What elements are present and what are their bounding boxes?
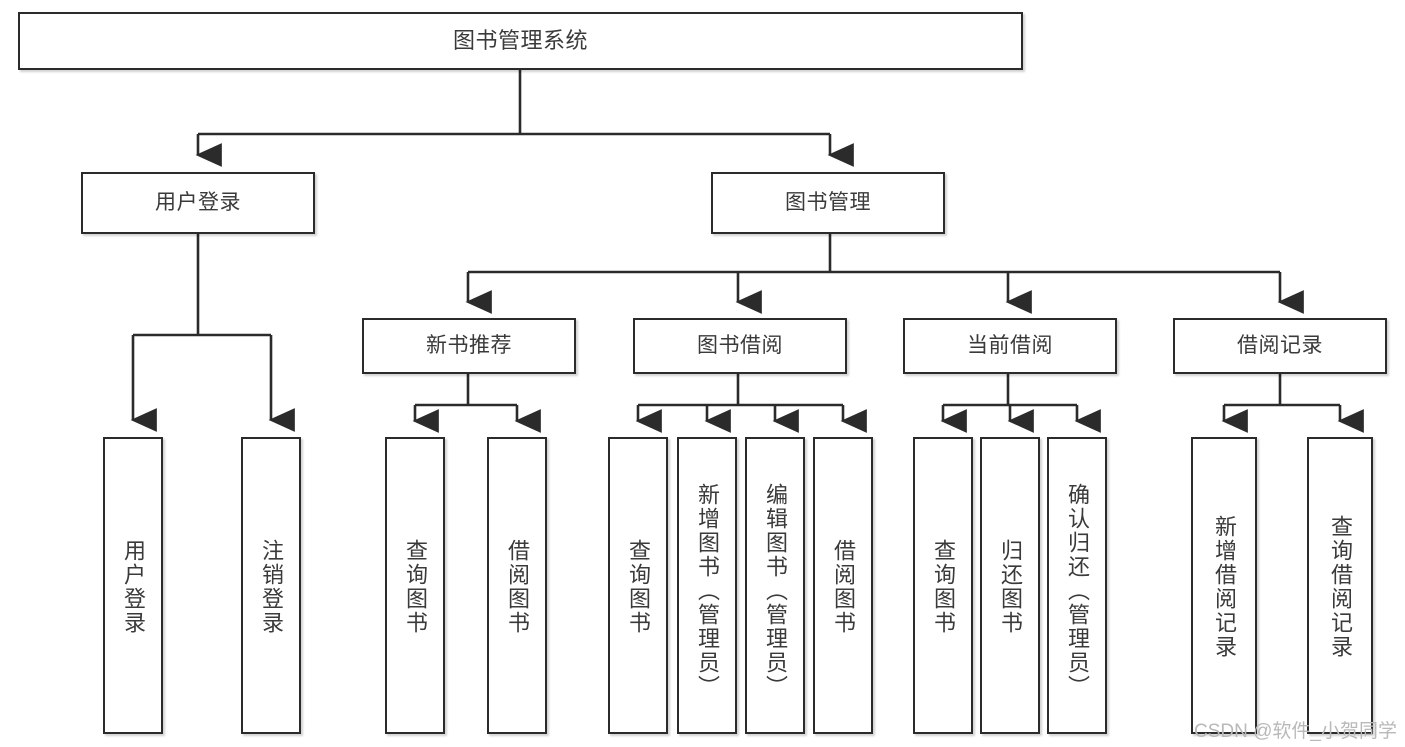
node-leaf-query-book-current[interactable]: 查询图书 — [913, 437, 973, 734]
node-leaf-confirm-return-admin[interactable]: 确认归还（管理员） — [1047, 437, 1107, 734]
node-label: 查询图书 — [403, 538, 428, 635]
node-root-book-management-system[interactable]: 图书管理系统 — [18, 12, 1023, 70]
node-leaf-logout[interactable]: 注销登录 — [241, 437, 301, 734]
node-borrowing-record[interactable]: 借阅记录 — [1173, 318, 1387, 374]
node-user-login[interactable]: 用户登录 — [81, 172, 315, 234]
node-label: 借阅图书 — [831, 538, 856, 635]
node-label: 借阅记录 — [1237, 334, 1323, 358]
node-leaf-borrow-book-new[interactable]: 借阅图书 — [487, 437, 547, 734]
node-label: 借阅图书 — [505, 538, 530, 635]
node-leaf-add-borrow-record[interactable]: 新增借阅记录 — [1191, 437, 1257, 734]
node-leaf-return-book[interactable]: 归还图书 — [980, 437, 1040, 734]
node-leaf-query-borrow-record[interactable]: 查询借阅记录 — [1307, 437, 1373, 734]
node-label: 新增图书（管理员） — [695, 482, 720, 699]
node-leaf-add-book-admin[interactable]: 新增图书（管理员） — [677, 437, 737, 734]
node-label: 注销登录 — [259, 538, 284, 635]
node-label: 图书管理系统 — [452, 27, 588, 53]
node-leaf-edit-book-admin[interactable]: 编辑图书（管理员） — [745, 437, 805, 734]
node-label: 归还图书 — [998, 538, 1023, 635]
node-label: 用户登录 — [155, 191, 241, 215]
node-label: 查询借阅记录 — [1328, 514, 1353, 659]
node-label: 图书借阅 — [697, 334, 783, 358]
node-leaf-borrow-book[interactable]: 借阅图书 — [813, 437, 873, 734]
node-leaf-query-book-borrow[interactable]: 查询图书 — [608, 437, 668, 734]
watermark-text: CSDN @软件_小贺同学 — [1194, 721, 1397, 742]
node-label: 用户登录 — [121, 538, 146, 635]
node-leaf-query-book-new[interactable]: 查询图书 — [385, 437, 445, 734]
node-label: 图书管理 — [785, 191, 871, 215]
node-label: 查询图书 — [931, 538, 956, 635]
node-label: 编辑图书（管理员） — [763, 482, 788, 699]
node-label: 新增借阅记录 — [1212, 514, 1237, 659]
node-label: 确认归还（管理员） — [1065, 482, 1090, 699]
node-label: 新书推荐 — [426, 334, 512, 358]
node-book-borrowing[interactable]: 图书借阅 — [633, 318, 847, 374]
node-label: 当前借阅 — [967, 334, 1053, 358]
node-new-book-recommendation[interactable]: 新书推荐 — [362, 318, 576, 374]
node-current-borrowing[interactable]: 当前借阅 — [903, 318, 1117, 374]
node-leaf-user-login[interactable]: 用户登录 — [103, 437, 163, 734]
node-book-management[interactable]: 图书管理 — [711, 172, 945, 234]
node-label: 查询图书 — [626, 538, 651, 635]
